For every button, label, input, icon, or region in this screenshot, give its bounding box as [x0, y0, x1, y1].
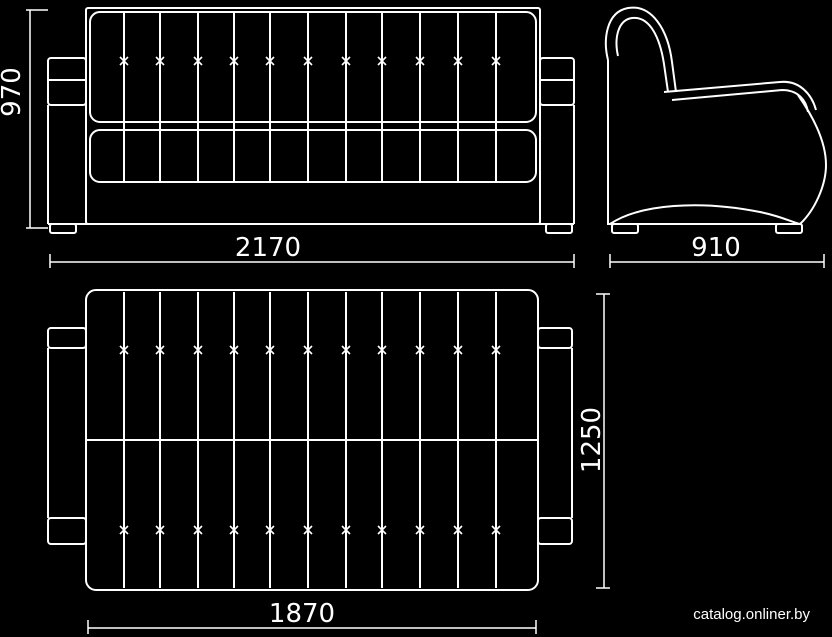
- top-tufting-lower: [119, 525, 501, 535]
- top-right-arm-lower: [537, 517, 573, 545]
- dimension-depth: [609, 254, 825, 268]
- side-back-loop: [604, 6, 677, 93]
- side-front-foot: [611, 223, 639, 234]
- top-left-arm-lower: [47, 517, 87, 545]
- front-right-arm: [539, 57, 575, 106]
- front-left-arm: [47, 57, 87, 106]
- dimension-length: [596, 293, 610, 589]
- front-view: [47, 7, 575, 234]
- dimension-width: [49, 254, 575, 268]
- front-back-cushion: [89, 11, 537, 123]
- top-tufting-upper: [119, 345, 501, 355]
- side-rear-foot: [775, 223, 803, 234]
- watermark: catalog.onliner.by: [693, 606, 810, 623]
- side-back-inner-loop: [615, 16, 669, 93]
- front-left-foot: [49, 223, 77, 234]
- dimension-width-label: 2170: [235, 233, 301, 263]
- front-body-frame: [85, 7, 541, 225]
- dimension-unfolded-width: [87, 620, 537, 634]
- top-right-arm: [537, 327, 573, 349]
- dimension-height: [26, 9, 48, 229]
- side-view: [604, 6, 828, 234]
- dimension-height-label: 970: [0, 67, 27, 117]
- side-seat-inner-line: [671, 88, 809, 113]
- top-slats: [123, 292, 497, 588]
- side-seat-line: [663, 80, 817, 111]
- side-base-curve: [609, 204, 801, 225]
- dimension-depth-label: 910: [691, 233, 741, 263]
- dimension-length-label: 1250: [577, 407, 607, 473]
- front-slats: [123, 12, 497, 182]
- dimension-unfolded-width-label: 1870: [269, 599, 335, 629]
- top-view: [47, 289, 573, 591]
- top-left-arm: [47, 327, 87, 349]
- front-seat-cushion: [89, 129, 537, 183]
- front-tufting: [119, 56, 501, 66]
- side-back-outline: [607, 60, 828, 225]
- front-right-foot: [545, 223, 573, 234]
